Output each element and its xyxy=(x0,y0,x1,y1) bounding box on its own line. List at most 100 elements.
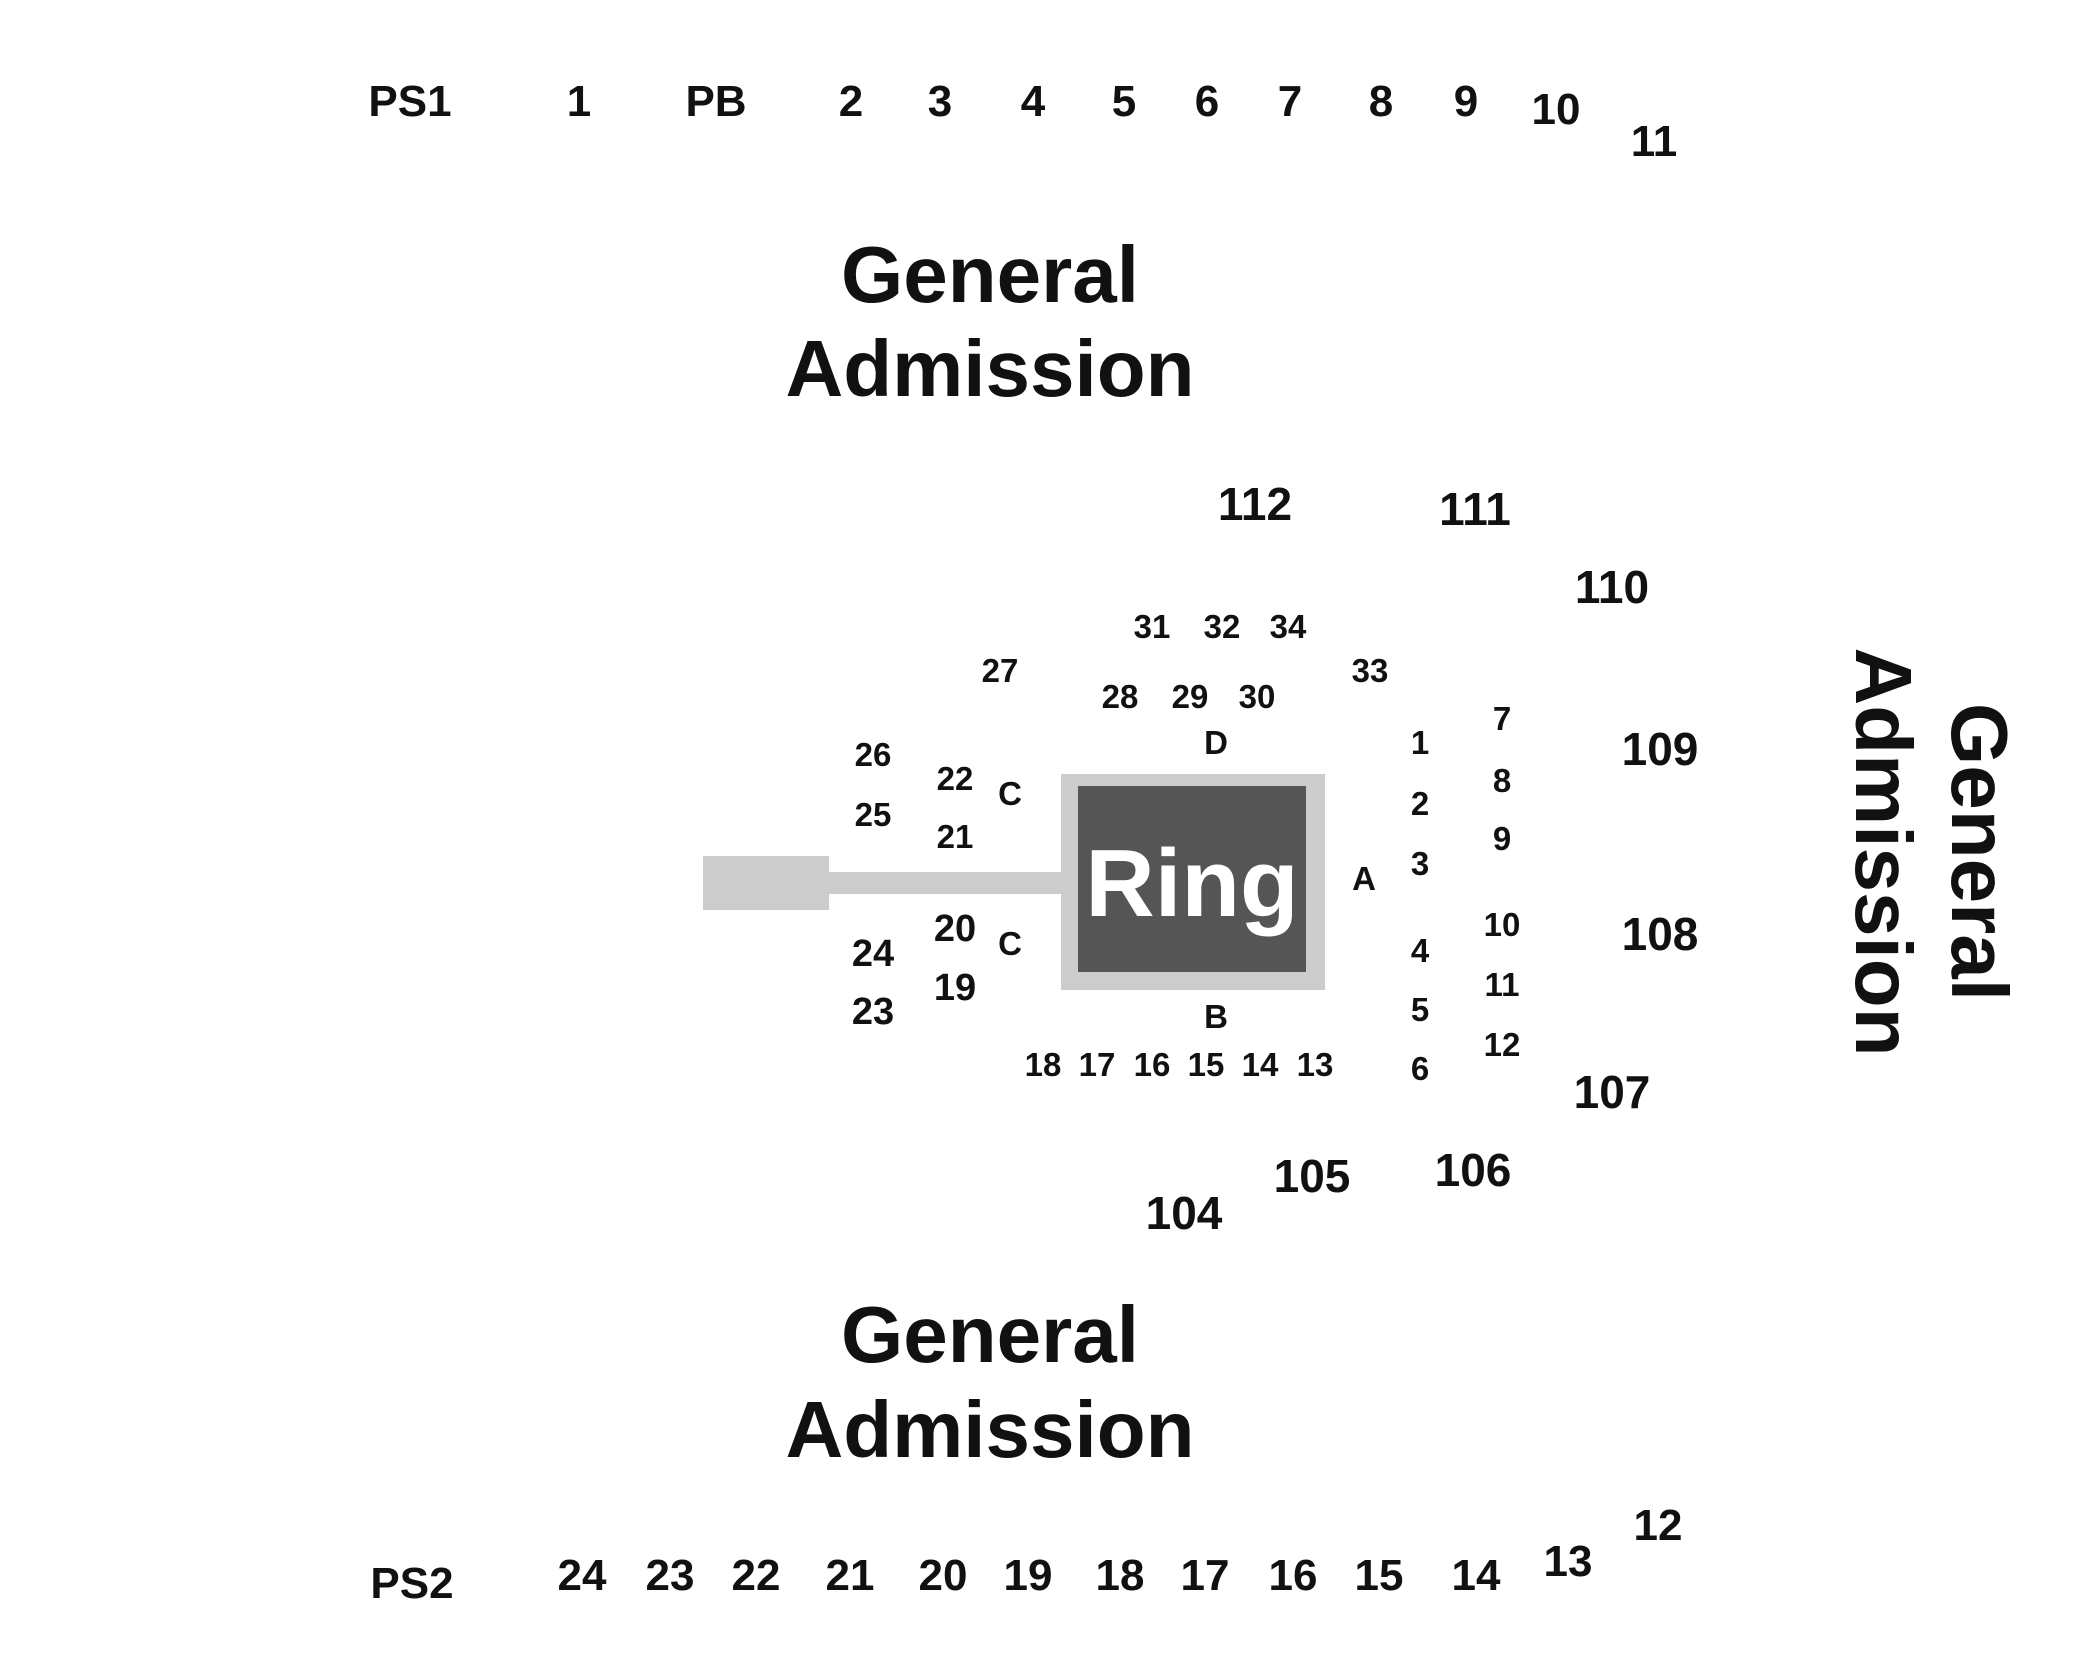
top-seat-pb[interactable]: PB xyxy=(685,77,746,126)
floor-seat-6[interactable]: 6 xyxy=(1411,1050,1429,1087)
bottom-seat-21[interactable]: 21 xyxy=(826,1551,875,1600)
bottom-seat-12[interactable]: 12 xyxy=(1634,1501,1683,1550)
ga-top-line-2: Admission xyxy=(786,324,1195,413)
entrance-ramp xyxy=(703,856,829,910)
section-112[interactable]: 112 xyxy=(1218,478,1292,530)
section-106[interactable]: 106 xyxy=(1435,1144,1512,1196)
ring[interactable]: Ring xyxy=(1061,774,1325,990)
ring-side-a[interactable]: A xyxy=(1352,860,1376,897)
section-109[interactable]: 109 xyxy=(1622,723,1699,775)
bottom-seat-22[interactable]: 22 xyxy=(732,1551,781,1600)
section-105[interactable]: 105 xyxy=(1274,1150,1351,1202)
top-seat-2[interactable]: 2 xyxy=(839,77,863,126)
bottom-seat-18[interactable]: 18 xyxy=(1096,1551,1145,1600)
top-seat-row: PS1 1 PB 2 3 4 5 6 7 8 9 10 11 xyxy=(368,77,1677,166)
top-seat-10[interactable]: 10 xyxy=(1532,85,1581,134)
floor-rows-top-front: 27 28 29 30 33 xyxy=(982,652,1389,715)
floor-seat-5[interactable]: 5 xyxy=(1411,991,1429,1028)
floor-seat-29[interactable]: 29 xyxy=(1172,678,1209,715)
floor-seat-18[interactable]: 18 xyxy=(1025,1046,1062,1083)
general-admission-bottom[interactable]: General Admission xyxy=(786,1290,1195,1474)
bottom-seat-13[interactable]: 13 xyxy=(1544,1537,1593,1586)
ring-side-d[interactable]: D xyxy=(1204,724,1228,761)
ring-label: Ring xyxy=(1085,830,1298,937)
floor-seat-32[interactable]: 32 xyxy=(1204,608,1241,645)
bottom-seat-23[interactable]: 23 xyxy=(646,1551,695,1600)
floor-seat-21[interactable]: 21 xyxy=(937,818,974,855)
floor-seat-17[interactable]: 17 xyxy=(1079,1046,1116,1083)
top-seat-11[interactable]: 11 xyxy=(1631,117,1678,166)
bottom-seat-19[interactable]: 19 xyxy=(1004,1551,1053,1600)
bottom-seat-24[interactable]: 24 xyxy=(558,1551,607,1600)
floor-seat-24[interactable]: 24 xyxy=(852,933,894,975)
bottom-seat-14[interactable]: 14 xyxy=(1452,1551,1501,1600)
floor-rows-right-inner: 1 2 3 4 5 6 xyxy=(1411,724,1430,1087)
bottom-seat-17[interactable]: 17 xyxy=(1181,1551,1230,1600)
floor-seat-11[interactable]: 11 xyxy=(1485,966,1520,1003)
bottom-seat-ps2[interactable]: PS2 xyxy=(370,1559,453,1608)
ga-bottom-line-1: General xyxy=(841,1290,1139,1379)
floor-seat-1[interactable]: 1 xyxy=(1411,724,1429,761)
bottom-seat-row: PS2 24 23 22 21 20 19 18 17 16 15 14 13 … xyxy=(370,1501,1682,1608)
top-seat-6[interactable]: 6 xyxy=(1195,77,1219,126)
floor-seat-9[interactable]: 9 xyxy=(1493,820,1511,857)
ring-side-c-upper[interactable]: C xyxy=(998,775,1022,812)
floor-seat-23[interactable]: 23 xyxy=(852,991,894,1033)
floor-rows-left-outer: 26 25 24 23 xyxy=(852,736,894,1033)
top-seat-1[interactable]: 1 xyxy=(567,77,591,126)
floor-seat-33[interactable]: 33 xyxy=(1352,652,1389,689)
sections: 112 111 110 109 108 107 106 105 104 xyxy=(1146,478,1699,1239)
bottom-seat-20[interactable]: 20 xyxy=(919,1551,968,1600)
floor-seat-12[interactable]: 12 xyxy=(1484,1026,1521,1063)
top-seat-4[interactable]: 4 xyxy=(1021,77,1046,126)
floor-seat-7[interactable]: 7 xyxy=(1493,700,1511,737)
top-seat-9[interactable]: 9 xyxy=(1454,77,1478,126)
floor-seat-3[interactable]: 3 xyxy=(1411,845,1429,882)
section-110[interactable]: 110 xyxy=(1575,561,1649,613)
ring-side-c-lower[interactable]: C xyxy=(998,925,1022,962)
general-admission-top[interactable]: General Admission xyxy=(786,230,1195,413)
general-admission-right[interactable]: General Admission xyxy=(1839,648,2024,1057)
floor-seat-2[interactable]: 2 xyxy=(1411,785,1429,822)
floor-seat-10[interactable]: 10 xyxy=(1484,906,1521,943)
floor-seat-4[interactable]: 4 xyxy=(1411,932,1430,969)
ring-mat xyxy=(1078,786,1306,972)
floor-seat-19[interactable]: 19 xyxy=(934,967,976,1009)
floor-rows-right-outer: 7 8 9 10 11 12 xyxy=(1484,700,1521,1063)
floor-seat-20[interactable]: 20 xyxy=(934,908,976,950)
bottom-seat-16[interactable]: 16 xyxy=(1269,1551,1318,1600)
top-seat-5[interactable]: 5 xyxy=(1112,77,1136,126)
floor-seat-22[interactable]: 22 xyxy=(937,760,974,797)
walkway xyxy=(826,872,1066,894)
floor-seat-15[interactable]: 15 xyxy=(1188,1046,1225,1083)
section-104[interactable]: 104 xyxy=(1146,1187,1223,1239)
section-107[interactable]: 107 xyxy=(1574,1066,1651,1118)
floor-seat-14[interactable]: 14 xyxy=(1242,1046,1279,1083)
floor-rows-left-inner: 22 21 20 19 xyxy=(934,760,976,1009)
floor-seat-8[interactable]: 8 xyxy=(1493,762,1511,799)
top-seat-8[interactable]: 8 xyxy=(1369,77,1393,126)
top-seat-7[interactable]: 7 xyxy=(1278,77,1302,126)
floor-seat-26[interactable]: 26 xyxy=(855,736,892,773)
section-108[interactable]: 108 xyxy=(1622,908,1699,960)
bottom-seat-15[interactable]: 15 xyxy=(1355,1551,1404,1600)
floor-seat-31[interactable]: 31 xyxy=(1134,608,1171,645)
floor-seat-13[interactable]: 13 xyxy=(1297,1046,1334,1083)
floor-seat-25[interactable]: 25 xyxy=(855,796,892,833)
section-111[interactable]: 111 xyxy=(1439,483,1511,535)
floor-seat-34[interactable]: 34 xyxy=(1270,608,1307,645)
floor-rows-top-back: 31 32 34 xyxy=(1134,608,1307,645)
floor-rows-bottom: 18 17 16 15 14 13 xyxy=(1025,1046,1334,1083)
top-seat-ps1[interactable]: PS1 xyxy=(368,77,451,126)
floor-seat-27[interactable]: 27 xyxy=(982,652,1019,689)
floor-seat-28[interactable]: 28 xyxy=(1102,678,1139,715)
floor-seat-16[interactable]: 16 xyxy=(1134,1046,1171,1083)
top-seat-3[interactable]: 3 xyxy=(928,77,952,126)
ga-top-line-1: General xyxy=(841,230,1139,319)
ring-side-b[interactable]: B xyxy=(1204,998,1228,1035)
ring-sides: A B C C D xyxy=(998,724,1376,1035)
floor-seat-30[interactable]: 30 xyxy=(1239,678,1276,715)
ga-right-line-2: Admission xyxy=(1839,648,1928,1057)
